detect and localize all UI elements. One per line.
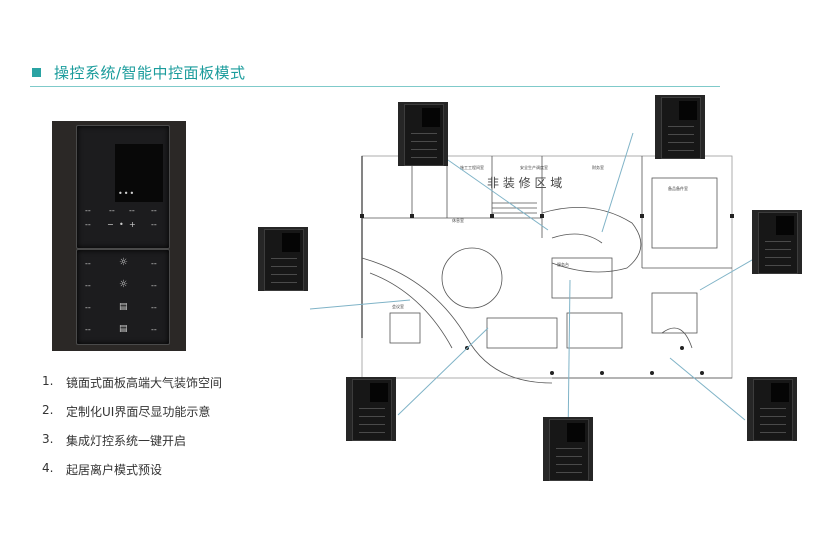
- panel-row: [765, 257, 791, 258]
- item-number: 1.: [42, 374, 54, 388]
- item-number: 3.: [42, 432, 54, 446]
- panel-row: [556, 472, 582, 473]
- panel-face: [758, 212, 798, 274]
- room-label: 服务台: [557, 261, 569, 267]
- item-text: 起居离户模式预设: [66, 463, 163, 477]
- panel-face: [352, 379, 392, 441]
- panel-row: [765, 241, 791, 242]
- panel-row: [359, 408, 385, 409]
- panel-screen: [422, 108, 440, 127]
- panel-thumbnail: [752, 210, 802, 274]
- minus-icon: −: [107, 220, 114, 229]
- button-dash-icon: --: [85, 220, 91, 229]
- button-dash-icon: --: [151, 259, 157, 268]
- panel-photo: ••• -- -- -- -- -- − • + -- -- ☼ -- -- ☼…: [52, 121, 186, 351]
- light-dim-icon: ☼: [119, 279, 128, 290]
- button-dash-icon: --: [151, 281, 157, 290]
- item-number: 4.: [42, 461, 54, 475]
- panel-row: [411, 149, 437, 150]
- zone-label: 非 装 修 区 域: [487, 175, 562, 190]
- button-dash-icon: --: [151, 220, 157, 229]
- button-dash-icon: --: [151, 206, 157, 215]
- panel-row: [760, 416, 786, 417]
- panel-row: [359, 424, 385, 425]
- room-label: 财务室: [592, 164, 604, 170]
- section-header: 操控系统/智能中控面板模式: [30, 62, 720, 88]
- dots-icon: •••: [118, 189, 136, 198]
- panel-thumbnail: [258, 227, 308, 291]
- panel-screen: [370, 383, 388, 402]
- panel-face: [549, 419, 589, 481]
- item-text: 镜面式面板高端大气装饰空间: [66, 376, 223, 390]
- panel-face: [753, 379, 793, 441]
- panel-row: [359, 432, 385, 433]
- panel-row: [271, 274, 297, 275]
- room-label: 会议室: [392, 303, 404, 309]
- panel-row: [668, 150, 694, 151]
- panel-row: [411, 141, 437, 142]
- room-label: 安全生产调度室: [520, 164, 548, 170]
- item-number: 2.: [42, 403, 54, 417]
- button-dash-icon: --: [85, 325, 91, 334]
- panel-row: [556, 448, 582, 449]
- panel-row: [271, 258, 297, 259]
- panel-row: [271, 282, 297, 283]
- plus-icon: +: [129, 220, 136, 229]
- panel-thumbnail: [747, 377, 797, 441]
- panel-row: [556, 456, 582, 457]
- panel-screen: [679, 101, 697, 120]
- panel-screen: [776, 216, 794, 235]
- panel-row: [760, 432, 786, 433]
- panel-row: [760, 424, 786, 425]
- button-dash-icon: --: [151, 325, 157, 334]
- room-label: 施工工程间室: [460, 164, 484, 170]
- button-dash-icon: --: [109, 206, 115, 215]
- panel-row: [668, 126, 694, 127]
- panel-row: [765, 249, 791, 250]
- panel-row: [411, 133, 437, 134]
- switch-panel: -- ☼ -- -- ☼ -- -- ▤ -- -- ▤ --: [76, 249, 170, 345]
- light-bright-icon: ☼: [119, 257, 128, 268]
- panel-row: [765, 265, 791, 266]
- button-dash-icon: --: [151, 303, 157, 312]
- curtain-close-icon: ▤: [119, 324, 128, 334]
- panel-face: [404, 104, 444, 166]
- panel-row: [271, 266, 297, 267]
- panel-screen: [282, 233, 300, 252]
- panel-screen: [567, 423, 585, 442]
- dot-icon: •: [119, 220, 124, 229]
- panel-face: [264, 229, 304, 291]
- floor-plan: 非 装 修 区 域 施工工程间室 安全生产调度室 财务室 服务台 休息室 备品备…: [360, 155, 734, 384]
- header-bullet: [32, 68, 41, 77]
- button-dash-icon: --: [85, 259, 91, 268]
- panel-face: [661, 97, 701, 159]
- curtain-open-icon: ▤: [119, 302, 128, 312]
- button-dash-icon: --: [85, 303, 91, 312]
- panel-thumbnail: [655, 95, 705, 159]
- panel-row: [411, 157, 437, 158]
- panel-row: [668, 142, 694, 143]
- button-dash-icon: --: [85, 206, 91, 215]
- panel-screen: [771, 383, 789, 402]
- display-panel: ••• -- -- -- -- -- − • + --: [76, 125, 170, 249]
- panel-thumbnail: [346, 377, 396, 441]
- button-dash-icon: --: [129, 206, 135, 215]
- item-text: 定制化UI界面尽显功能示意: [66, 405, 211, 419]
- header-rule: [30, 86, 720, 87]
- panel-thumbnail: [543, 417, 593, 481]
- panel-row: [760, 408, 786, 409]
- panel-screen: [115, 144, 163, 202]
- item-text: 集成灯控系统一键开启: [66, 434, 187, 448]
- panel-row: [556, 464, 582, 465]
- panel-row: [359, 416, 385, 417]
- button-dash-icon: --: [85, 281, 91, 290]
- room-label: 休息室: [452, 217, 464, 223]
- panel-row: [668, 134, 694, 135]
- room-label: 备品备件室: [668, 185, 688, 191]
- section-title: 操控系统/智能中控面板模式: [54, 64, 246, 82]
- panel-thumbnail: [398, 102, 448, 166]
